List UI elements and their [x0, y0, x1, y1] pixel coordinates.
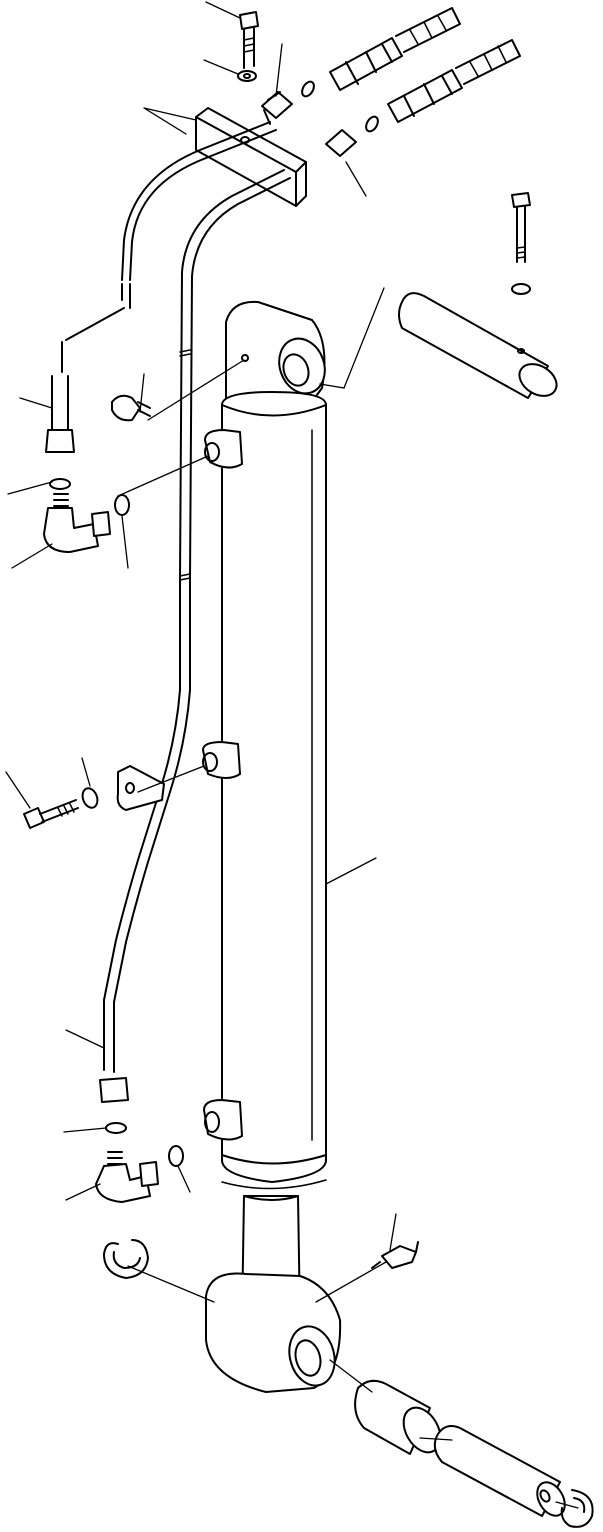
clamp-block: [195, 107, 307, 207]
bracket-washer: [81, 787, 99, 809]
cylinder-tube: [221, 391, 327, 1190]
clamp-washer: [237, 70, 257, 82]
o-ring-upper: [301, 80, 315, 98]
rod-pin: [433, 1425, 566, 1517]
o-ring-upper-elbow: [114, 494, 130, 516]
hydraulic-pipe-right: [103, 169, 291, 1073]
leader-lines: [5, 1, 579, 1509]
o-ring-lower: [365, 115, 379, 133]
hydraulic-pipe-left: [61, 121, 277, 373]
cylinder-port-upper: [204, 429, 243, 469]
pipe-nut-upper: [45, 375, 75, 453]
pipe-bracket: [116, 765, 165, 811]
elbow-fitting-upper: [43, 493, 111, 553]
cylinder-port-lower: [203, 1099, 243, 1141]
o-ring-upper-left: [49, 478, 71, 490]
grease-fitting-upper: [111, 394, 151, 422]
elbow-fitting-lower: [95, 1151, 159, 1203]
clamp-bolt: [239, 11, 259, 69]
cylinder-port-middle: [202, 741, 241, 779]
hose-end-upper: [329, 7, 461, 91]
snap-ring-left: [103, 1239, 149, 1279]
o-ring-lower-elbow: [168, 1145, 184, 1167]
head-pin-bolt: [511, 192, 531, 263]
head-pin-washer: [511, 283, 531, 295]
grease-fitting-lower: [371, 1241, 419, 1269]
hose-end-lower: [387, 39, 521, 123]
hose-nut-upper: [261, 91, 293, 125]
rod-bushing: [354, 1379, 442, 1455]
head-pin: [398, 292, 558, 399]
bracket-bolt: [23, 799, 79, 829]
snap-ring-right: [560, 1489, 594, 1528]
hose-nut-lower: [325, 129, 357, 157]
cylinder-head-eye: [225, 300, 326, 419]
pipe-nut-lower: [99, 1077, 129, 1103]
rod-end-eye: [205, 1272, 342, 1393]
o-ring-lower-left: [105, 1122, 127, 1134]
